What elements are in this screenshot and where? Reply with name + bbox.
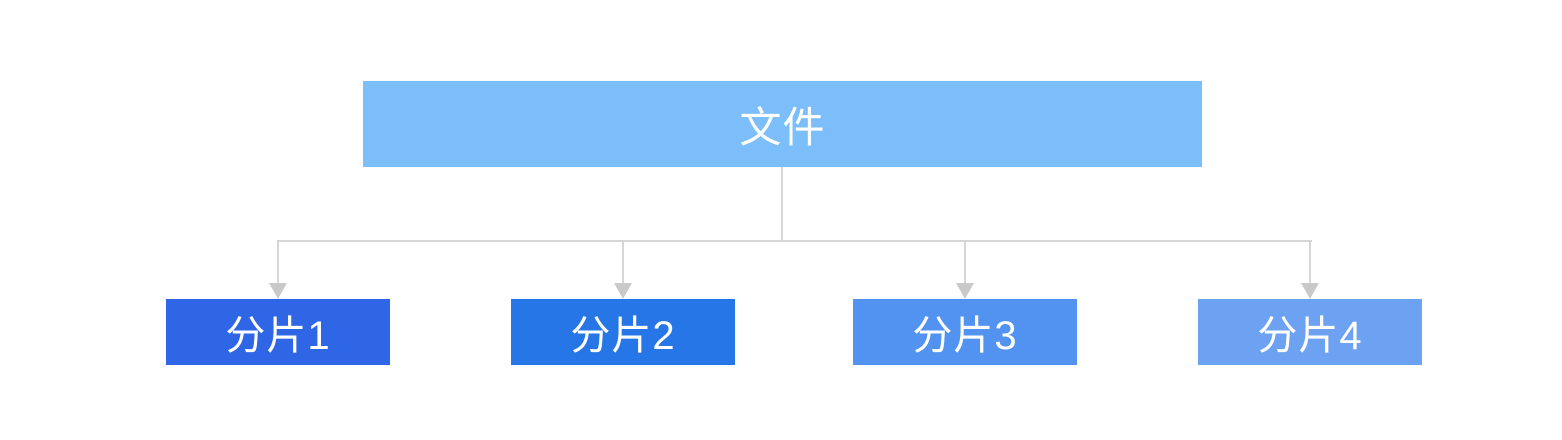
shard-node-4: 分片4 bbox=[1198, 299, 1422, 365]
arrow-down-icon bbox=[269, 283, 287, 299]
shard-node-label: 分片2 bbox=[570, 314, 676, 358]
file-node-label: 文件 bbox=[739, 103, 826, 151]
shard-node-label: 分片1 bbox=[225, 314, 331, 358]
shard-node-label: 分片4 bbox=[1257, 314, 1363, 358]
shard-node-3: 分片3 bbox=[853, 299, 1077, 365]
connector-drop bbox=[277, 240, 279, 286]
connector-horizontal bbox=[277, 240, 1312, 242]
shard-node-2: 分片2 bbox=[511, 299, 735, 365]
connector-stem bbox=[781, 167, 783, 242]
connector-drop bbox=[1309, 240, 1311, 286]
arrow-down-icon bbox=[1301, 283, 1319, 299]
connector-drop bbox=[964, 240, 966, 286]
arrow-down-icon bbox=[614, 283, 632, 299]
shard-node-1: 分片1 bbox=[166, 299, 390, 365]
connector-drop bbox=[622, 240, 624, 286]
file-node: 文件 bbox=[363, 81, 1202, 167]
shard-node-label: 分片3 bbox=[912, 314, 1018, 358]
arrow-down-icon bbox=[956, 283, 974, 299]
